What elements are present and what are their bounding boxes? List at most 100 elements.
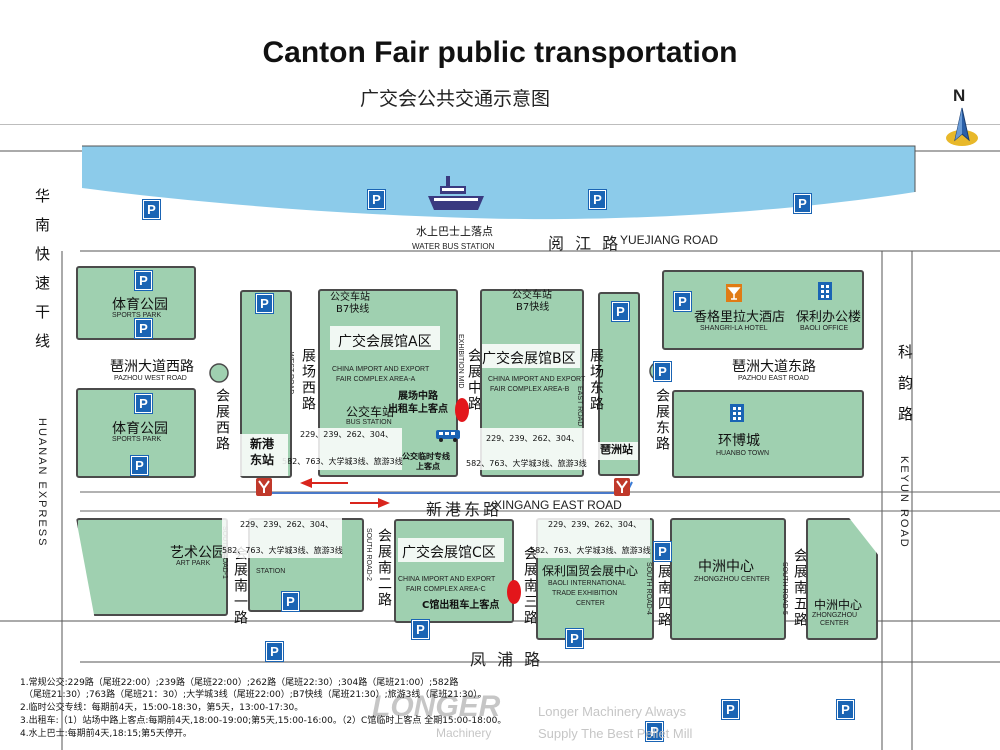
- note-1b: （尾班21:30）;763路（尾班21：30）;大学城3线（尾班22:00）;B…: [24, 690, 487, 700]
- routes-a-line1: 229、239、262、304、: [300, 430, 394, 439]
- taxi-marker-c: [507, 580, 521, 604]
- hall-b-en2: FAIR COMPLEX AREA-B: [490, 386, 570, 393]
- parking-icon: P: [589, 190, 606, 209]
- river-water: [82, 146, 915, 220]
- routes-box-b-bg: [480, 428, 592, 470]
- page-title: Canton Fair public transportation: [262, 36, 738, 69]
- pazhou-east-road-en: PAZHOU EAST ROAD: [738, 375, 809, 382]
- sports-park-2-en: SPORTS PARK: [112, 436, 162, 443]
- routes-b-line2: 582、763、大学城3线、旅游3线: [466, 459, 587, 468]
- taxi-marker-mid: [455, 398, 469, 422]
- block-art-park: [76, 518, 228, 616]
- zhanchang-east-road-zh: 展场东路: [588, 348, 604, 412]
- page-subtitle: 广交会公共交通示意图: [360, 88, 551, 110]
- xingang-road-zh: 新港东路: [426, 500, 503, 519]
- parking-icon: P: [368, 190, 385, 209]
- zhanchang-east-road-en: EAST ROAD: [576, 386, 583, 427]
- building-icon-huanbo: [730, 404, 744, 422]
- xingang-road-en: XINGANG EAST ROAD: [494, 498, 622, 512]
- parking-icon: P: [256, 294, 273, 313]
- zhongzhou-2-en1: ZHONGZHOU: [812, 612, 858, 619]
- baoli-expo-en3: CENTER: [576, 600, 605, 607]
- parking-icon: P: [266, 642, 283, 661]
- compass: N: [944, 86, 980, 152]
- water-bus-zh: 水上巴士上落点: [416, 225, 493, 238]
- pazhou-station: 琶洲站: [600, 443, 633, 456]
- pazhou-east-road-zh: 琶洲大道东路: [732, 359, 816, 375]
- keyun-road-zh: 科韵路: [896, 344, 914, 437]
- baoli-expo-en2: TRADE EXHIBITION: [552, 590, 618, 597]
- parking-icon: P: [654, 362, 671, 381]
- parking-icon: P: [412, 620, 429, 639]
- parking-icon: P: [282, 592, 299, 611]
- parking-icon: P: [131, 456, 148, 475]
- exhibition-mid-en: EXHIBITION MID: [457, 334, 464, 389]
- building-icon: [818, 282, 832, 300]
- bus-station-zh: 公交车站: [346, 405, 395, 419]
- routes-c-line2: 582、763、大学城3线、旅游3线: [222, 546, 343, 555]
- watermark-line1: Longer Machinery Always: [538, 704, 687, 719]
- huizhan-south5-en: SOUTH ROAD-5: [781, 562, 788, 615]
- note-3: 3.出租车:（1）站场中路上客点:每期前4天,18:00-19:00;第5天,1…: [20, 716, 507, 726]
- routes-b-line1: 229、239、262、304、: [486, 434, 580, 443]
- parking-icon: P: [135, 394, 152, 413]
- hall-c-block: [394, 519, 514, 623]
- huizhan-south4-en: SOUTH ROAD-4: [645, 562, 652, 615]
- hall-a-zh: 广交会展馆A区: [338, 334, 432, 350]
- parking-icon: P: [674, 292, 691, 311]
- routes-box-c-bg: [222, 516, 342, 558]
- watermark-brand: LONGER: [372, 690, 501, 723]
- routes-c-line1: 229、239、262、304、: [240, 520, 334, 529]
- note-4: 4.水上巴士:每期前4天,18:15;第5天停开。: [20, 729, 192, 739]
- hall-a-label-bg: [330, 326, 440, 350]
- taxi-c-label: C馆出租车上客点: [422, 600, 500, 611]
- pazhou-west-road-en: PAZHOU WEST ROAD: [114, 375, 187, 382]
- map-roads-layer: [0, 145, 1000, 750]
- bus-station-en: BUS STATION: [346, 419, 392, 426]
- zhongzhou-2-zh: 中洲中心: [814, 598, 863, 612]
- fengpu-road-zh: 凤 浦 路: [470, 650, 544, 669]
- huizhan-south2-zh: 会展南二路: [376, 528, 392, 608]
- huizhan-east-road-zh: 会展东路: [654, 388, 670, 452]
- sports-park-1-zh: 体育公园: [112, 297, 168, 313]
- header-divider: [0, 124, 1000, 125]
- zhongzhou-1-zh: 中洲中心: [698, 559, 754, 575]
- parking-icon: P: [143, 200, 160, 219]
- note-2: 2.临时公交专线：每期前4天，15:00-18:30，第5天，13:00-17:…: [20, 703, 304, 713]
- parking-icon: P: [612, 302, 629, 321]
- hall-c-en2: FAIR COMPLEX AREA-C: [406, 586, 486, 593]
- shangrila-en: SHANGRI-LA HOTEL: [700, 325, 768, 332]
- baoli-expo-en1: BAOLI INTERNATIONAL: [548, 580, 627, 587]
- huizhan-mid-road-zh: 会展中路: [466, 348, 482, 412]
- bus-a-stop-1: 公交车站: [330, 292, 370, 303]
- zhongzhou-2-en2: CENTER: [820, 620, 849, 627]
- taxi-mid-label-2: 出租车上客点: [388, 404, 448, 415]
- hall-b-en1: CHINA IMPORT AND EXPORT: [488, 376, 586, 383]
- yuejiang-road-en: YUEJIANG ROAD: [620, 233, 719, 247]
- station-south-en: STATION: [256, 568, 286, 575]
- sports-park-1-en: SPORTS PARK: [112, 312, 162, 319]
- yuejiang-road-zh: 阅 江 路: [548, 234, 622, 253]
- zhongzhou-1-en: ZHONGZHOU CENTER: [694, 576, 770, 583]
- huanbo-zh: 环博城: [718, 433, 760, 449]
- watermark-sub: Machinery: [436, 726, 492, 740]
- parking-icon: P: [722, 700, 739, 719]
- shangrila-zh: 香格里拉大酒店: [694, 310, 786, 325]
- baoli-office-zh: 保利办公楼: [796, 310, 862, 325]
- parking-icon: P: [646, 722, 663, 741]
- routes-a-line2: 582、763、大学城3线、旅游3线: [282, 457, 403, 466]
- water-bus-en: WATER BUS STATION: [412, 242, 495, 251]
- bus-icon: [436, 430, 460, 442]
- bus-a-stop-2: B7快线: [336, 304, 370, 315]
- metro-icon-west: [256, 478, 272, 496]
- routes-d-line2: 582、763、大学城3线、旅游3线: [530, 546, 651, 555]
- compass-label: N: [953, 86, 966, 105]
- huanan-express-zh: 华南快速干线: [33, 188, 51, 362]
- huizhan-south4-zh: 会展南四路: [656, 548, 672, 628]
- huizhan-south3-zh: 会展南三路: [522, 546, 538, 626]
- xingang-station-2: 东站: [250, 453, 275, 467]
- huizhan-west-road-zh: 会展西路: [214, 388, 230, 452]
- parking-icon: P: [135, 319, 152, 338]
- hall-b-label-bg: [482, 344, 580, 368]
- parking-icon: P: [135, 271, 152, 290]
